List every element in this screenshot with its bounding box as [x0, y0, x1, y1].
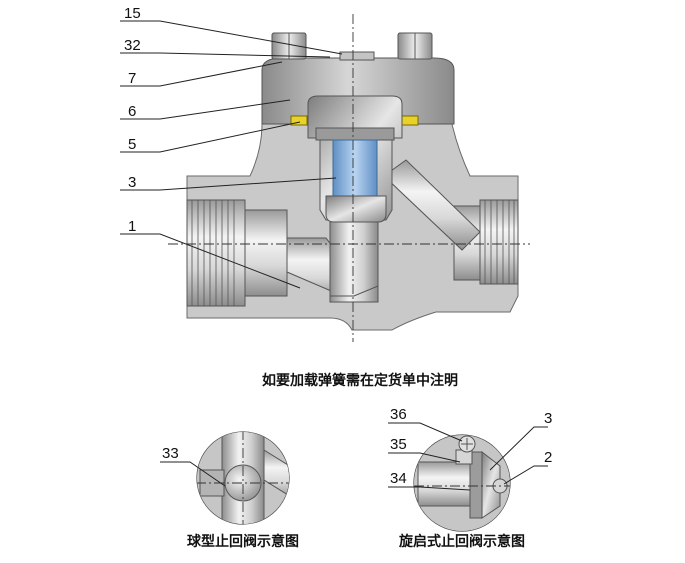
swing-check-detail: 36 35 34 3 2 旋启式止回阀示意图 [388, 406, 552, 550]
callout-34: 34 [390, 470, 407, 487]
spring [332, 139, 378, 197]
callout-3: 3 [128, 174, 136, 191]
callout-35: 35 [390, 436, 407, 453]
callout-7: 7 [128, 70, 136, 87]
cover-plug [339, 51, 375, 61]
callout-2: 2 [544, 449, 552, 466]
ball-check-detail: 33 球型止回阀示意图 [160, 431, 299, 550]
callout-5: 5 [128, 136, 136, 153]
ball [224, 464, 262, 502]
cover-bolt-right [397, 32, 433, 60]
callout-32: 32 [124, 37, 141, 54]
main-valve-view: 15 32 7 6 5 3 1 如要加载弹簧需在定货单中注明 [120, 5, 530, 389]
gasket-right [401, 115, 419, 126]
main-caption: 如要加载弹簧需在定货单中注明 [262, 372, 458, 389]
cover-bolt-left [271, 32, 307, 60]
seat-bore [329, 219, 379, 303]
callout-1: 1 [128, 218, 136, 235]
callout-33: 33 [162, 445, 179, 462]
ball-caption: 球型止回阀示意图 [187, 533, 299, 550]
callout-36: 36 [390, 406, 407, 423]
left-threaded-port [186, 199, 288, 307]
callout-6: 6 [128, 103, 136, 120]
swing-caption: 旋启式止回阀示意图 [398, 533, 525, 550]
disc [325, 195, 387, 223]
leader-lines [120, 20, 343, 289]
callout-15: 15 [124, 5, 141, 22]
callout-3-swing: 3 [544, 410, 552, 427]
outlet-passage [383, 159, 481, 251]
gasket-left [290, 115, 308, 126]
